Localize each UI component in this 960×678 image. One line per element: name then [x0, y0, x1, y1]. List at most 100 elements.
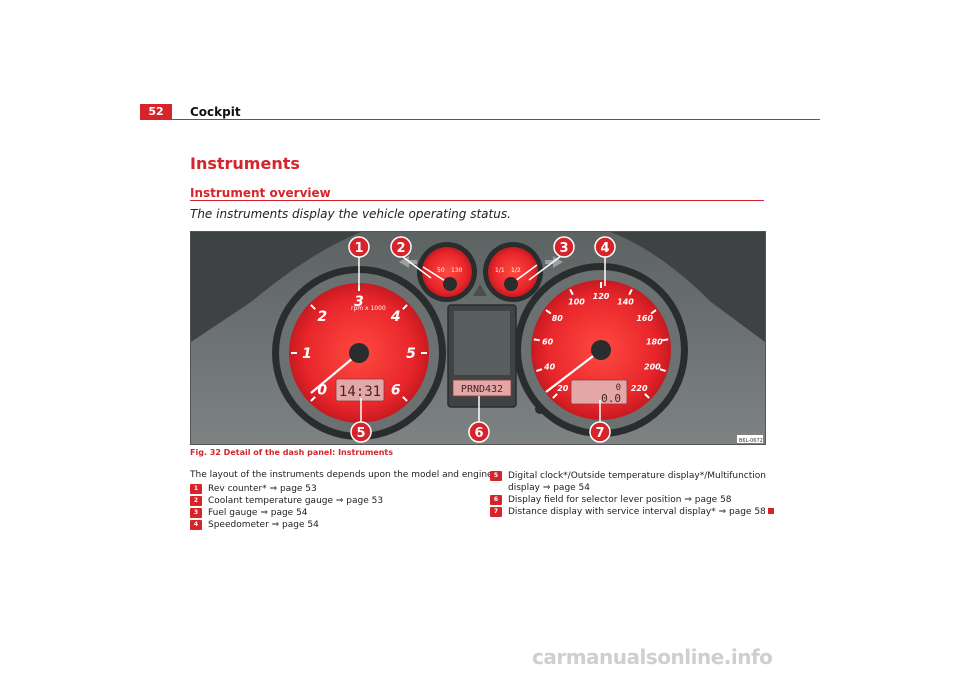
intro-text: The layout of the instruments depends up… [190, 470, 496, 480]
legend-badge: 7 [490, 507, 502, 517]
rev-unit-label: rpm x 1000 [351, 305, 386, 312]
header-rule [140, 119, 820, 120]
svg-text:1: 1 [354, 241, 363, 256]
fuel-half-label: 1/2 [511, 267, 521, 274]
rev-tick-label: 4 [390, 309, 401, 325]
legend-text: Distance display with service interval d… [508, 507, 766, 517]
speed-tick-label: 180 [646, 337, 663, 346]
lead-text: The instruments display the vehicle oper… [190, 207, 511, 221]
svg-text:3: 3 [559, 241, 568, 256]
speed-hub [591, 340, 611, 360]
watermark: carmanualsonline.info [532, 645, 773, 669]
callout-3: 3 [553, 236, 575, 258]
speed-tick-label: 120 [593, 292, 610, 301]
legend-right: 5 Digital clock*/Outside temperature dis… [490, 470, 780, 518]
callout-4: 4 [594, 236, 616, 258]
legend-badge: 4 [190, 520, 202, 530]
legend-item-1: 1 Rev counter* ⇒ page 53 [190, 483, 480, 495]
speed-tick [628, 288, 633, 296]
hazard-icon [473, 284, 487, 296]
page-number: 52 [140, 104, 172, 120]
speed-tick-label: 220 [631, 384, 648, 393]
rev-tick-label: 6 [391, 383, 401, 399]
speed-tick-label: 140 [617, 298, 634, 307]
selector-value: PRND432 [461, 384, 503, 395]
svg-text:6: 6 [474, 426, 483, 441]
rev-tick-label: 0 [317, 383, 327, 399]
rev-tick [310, 304, 316, 310]
speed-tick-label: 60 [542, 337, 554, 346]
rev-tick [310, 396, 316, 402]
legend-text: Display field for selector lever positio… [508, 495, 732, 505]
svg-text:4: 4 [600, 241, 609, 256]
fuel-gauge: 1/1 1/2 [483, 242, 543, 302]
fuel-full-label: 1/1 [495, 267, 505, 274]
svg-text:5: 5 [356, 426, 365, 441]
callout-7: 7 [589, 421, 611, 443]
speed-needle [545, 349, 602, 393]
speed-tick [536, 368, 543, 372]
legend-badge: 5 [490, 471, 502, 481]
speed-tick [650, 309, 657, 315]
running-header: Cockpit [190, 105, 241, 119]
speed-tick-label: 160 [636, 314, 653, 323]
reset-knob [535, 404, 545, 414]
speed-tick [533, 338, 540, 342]
legend-badge: 6 [490, 495, 502, 505]
speed-tick [552, 393, 558, 399]
coolant-high-label: 130 [451, 267, 463, 274]
legend-item-4: 4 Speedometer ⇒ page 54 [190, 519, 480, 531]
rev-tick [402, 304, 408, 310]
figure-caption: Fig. 32 Detail of the dash panel: Instru… [190, 448, 394, 457]
callout-6: 6 [468, 421, 490, 443]
legend-text: Fuel gauge ⇒ page 54 [208, 508, 308, 518]
legend-badge: 3 [190, 508, 202, 518]
legend-item-6: 6 Display field for selector lever posit… [490, 494, 780, 506]
speed-tick [569, 288, 574, 296]
clock-value: 14:31 [339, 384, 381, 400]
callout-1: 1 [348, 236, 370, 258]
odometer-bottom-value: 0.0 [601, 392, 621, 405]
legend-badge: 1 [190, 484, 202, 494]
speed-tick-label: 100 [568, 298, 585, 307]
clock-display [335, 378, 385, 402]
subsection-rule [190, 200, 764, 201]
coolant-gauge: 50 130 [417, 242, 477, 302]
legend-text: Speedometer ⇒ page 54 [208, 520, 319, 530]
section-title: Instruments [190, 154, 300, 173]
legend-item-5: 5 Digital clock*/Outside temperature dis… [490, 470, 780, 494]
rev-tick [402, 396, 408, 402]
legend-text: Rev counter* ⇒ page 53 [208, 484, 317, 494]
turn-left-icon [399, 256, 417, 268]
legend-left: 1 Rev counter* ⇒ page 53 2 Coolant tempe… [190, 483, 480, 531]
rev-tick-label: 3 [354, 294, 364, 310]
coolant-low-label: 50 [437, 267, 445, 274]
legend-badge: 2 [190, 496, 202, 506]
speed-tick [659, 368, 666, 372]
legend-text: Coolant temperature gauge ⇒ page 53 [208, 496, 384, 506]
speed-tick-label: 40 [543, 362, 556, 371]
callout-2: 2 [390, 236, 412, 258]
odometer-display [570, 379, 628, 405]
speed-tick-label: 200 [644, 362, 661, 371]
legend-text: Digital clock*/Outside temperature displ… [508, 471, 766, 493]
legend-item-7: 7 Distance display with service interval… [490, 506, 780, 518]
speed-tick [644, 393, 650, 399]
selector-display: PRND432 [447, 304, 517, 408]
rev-needle [310, 352, 360, 394]
svg-text:7: 7 [595, 426, 604, 441]
callout-lines [358, 255, 606, 424]
rev-tick-label: 5 [406, 346, 416, 362]
odometer-top-value: 0 [616, 383, 621, 393]
speed-tick [545, 309, 552, 315]
rev-hub [349, 343, 369, 363]
figure-code: B6L-0672 [739, 438, 763, 444]
legend-item-3: 3 Fuel gauge ⇒ page 54 [190, 507, 480, 519]
subsection-title: Instrument overview [190, 186, 331, 200]
svg-text:2: 2 [396, 241, 405, 256]
end-of-section-icon [767, 508, 774, 514]
